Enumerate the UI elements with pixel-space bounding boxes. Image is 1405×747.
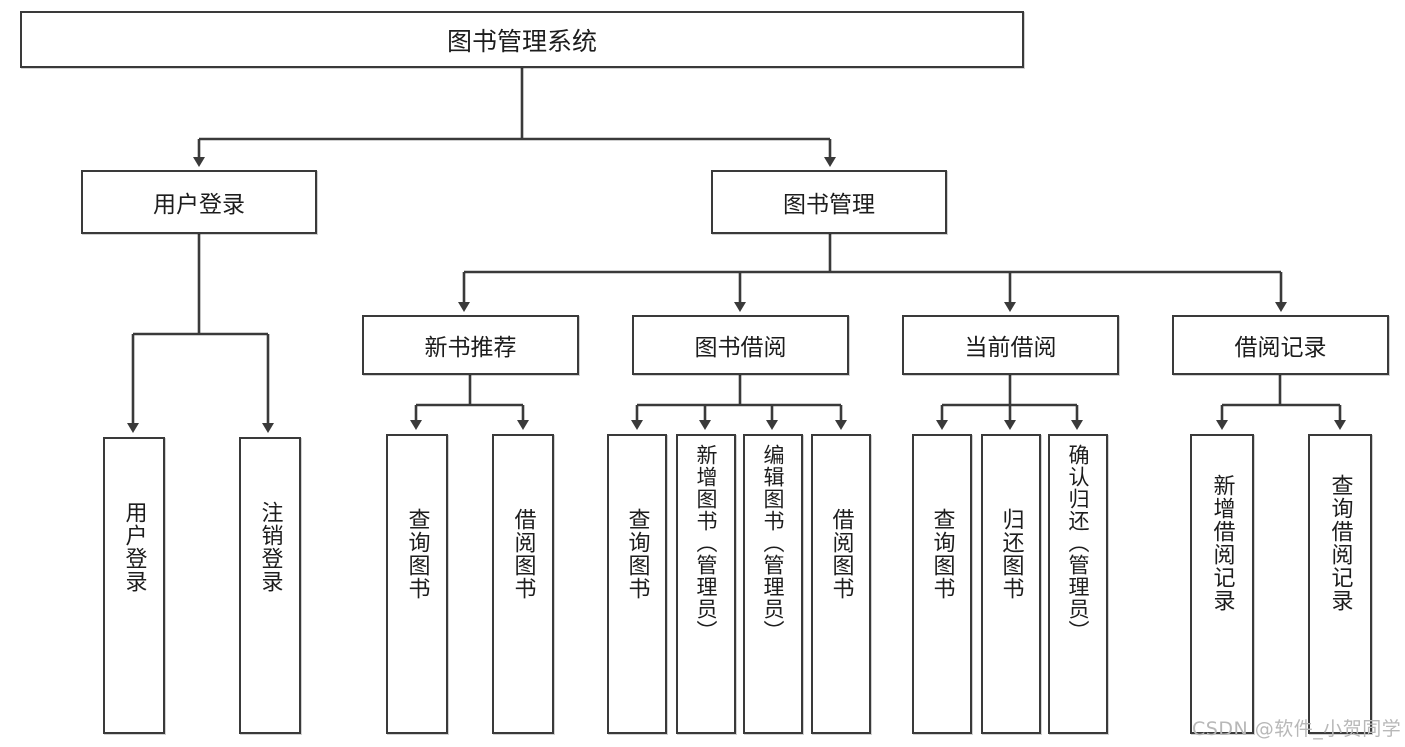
node-borrow-record[interactable]: 借阅记录 xyxy=(1172,315,1389,375)
node-book-manage[interactable]: 图书管理 xyxy=(711,170,947,234)
node-label: 用户登录 xyxy=(153,192,245,218)
node-leaf-edit-book[interactable]: 编辑图书（管理员） xyxy=(743,434,803,734)
node-label: 注销登录 xyxy=(257,501,283,593)
node-label: 归还图书 xyxy=(998,508,1024,600)
node-leaf-add-borrow-record[interactable]: 新增借阅记录 xyxy=(1190,434,1254,734)
node-label: 新书推荐 xyxy=(424,335,517,361)
node-label: 新增借阅记录 xyxy=(1209,474,1235,612)
node-leaf-query-book-current[interactable]: 查询图书 xyxy=(912,434,972,734)
node-label: 借阅图书 xyxy=(510,508,536,600)
node-label: 图书管理 xyxy=(783,192,875,218)
node-label: 借阅记录 xyxy=(1234,335,1327,361)
node-leaf-query-book-borrow[interactable]: 查询图书 xyxy=(607,434,667,734)
watermark-text: CSDN @软件_小贺同学 xyxy=(1192,718,1402,740)
node-label: 查询借阅记录 xyxy=(1327,474,1353,612)
node-leaf-borrow-book-recommend[interactable]: 借阅图书 xyxy=(492,434,554,734)
node-label: 图书借阅 xyxy=(694,335,787,361)
node-label: 图书管理系统 xyxy=(446,26,597,56)
node-leaf-query-book-recommend[interactable]: 查询图书 xyxy=(386,434,448,734)
node-leaf-return-book[interactable]: 归还图书 xyxy=(981,434,1041,734)
node-user-login[interactable]: 用户登录 xyxy=(81,170,317,234)
node-book-borrow[interactable]: 图书借阅 xyxy=(632,315,849,375)
node-label: 借阅图书 xyxy=(828,508,854,600)
node-leaf-add-book[interactable]: 新增图书（管理员） xyxy=(676,434,736,734)
node-book-management-system[interactable]: 图书管理系统 xyxy=(20,11,1024,68)
node-new-book-recommend[interactable]: 新书推荐 xyxy=(362,315,579,375)
node-leaf-borrow-book[interactable]: 借阅图书 xyxy=(811,434,871,734)
node-label: 查询图书 xyxy=(404,508,430,600)
node-leaf-query-borrow-record[interactable]: 查询借阅记录 xyxy=(1308,434,1372,734)
node-label: 新增图书（管理员） xyxy=(694,444,719,642)
node-leaf-confirm-return[interactable]: 确认归还（管理员） xyxy=(1048,434,1108,734)
node-label: 用户登录 xyxy=(121,501,147,593)
node-leaf-user-login[interactable]: 用户登录 xyxy=(103,437,165,734)
node-leaf-logout-login[interactable]: 注销登录 xyxy=(239,437,301,734)
node-label: 查询图书 xyxy=(929,508,955,600)
node-current-borrow[interactable]: 当前借阅 xyxy=(902,315,1119,375)
node-label: 查询图书 xyxy=(624,508,650,600)
node-label: 当前借阅 xyxy=(964,335,1057,361)
node-label: 确认归还（管理员） xyxy=(1066,444,1091,642)
node-label: 编辑图书（管理员） xyxy=(761,444,786,642)
